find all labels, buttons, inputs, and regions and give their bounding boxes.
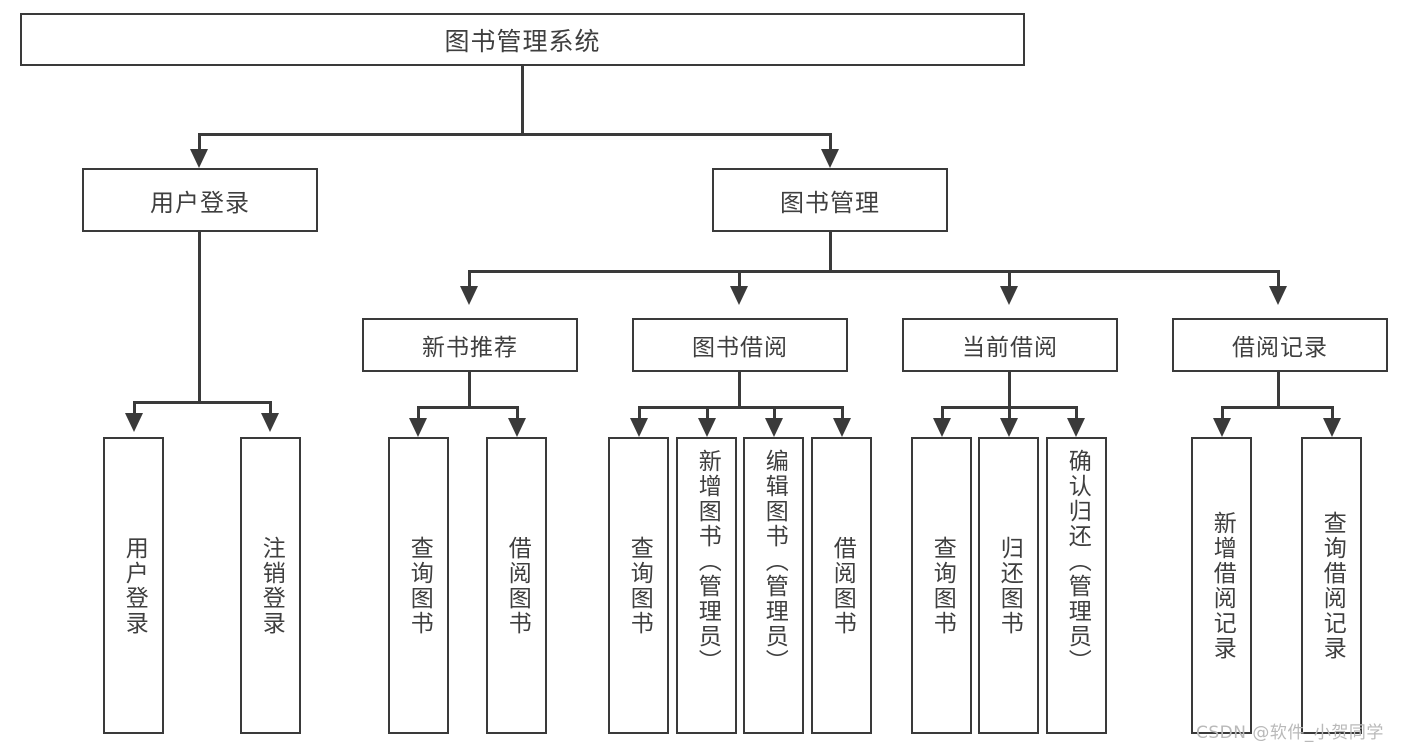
leaf-borrow-book-recommend[interactable]: 借阅图书 xyxy=(486,437,547,734)
arrow-to-borrow-records xyxy=(1269,286,1287,305)
leaf-query-book-current[interactable]: 查询图书 xyxy=(911,437,972,734)
node-label: 确认归还（管理员） xyxy=(1064,449,1091,674)
leaf-confirm-return-admin[interactable]: 确认归还（管理员） xyxy=(1046,437,1107,734)
connector-bookborrow-drop-1 xyxy=(638,406,641,420)
connector-borrowrecords-drop-2 xyxy=(1331,406,1334,420)
leaf-add-borrow-record[interactable]: 新增借阅记录 xyxy=(1191,437,1252,734)
leaf-return-book[interactable]: 归还图书 xyxy=(978,437,1039,734)
connector-user-login-bus xyxy=(133,401,270,404)
arrow-to-leaf-query-record xyxy=(1323,418,1341,437)
connector-user-login-drop-2 xyxy=(269,401,272,417)
connector-root-drop-left xyxy=(198,133,201,155)
connector-root-drop-right xyxy=(829,133,832,155)
arrow-to-leaf-query-book-1 xyxy=(409,418,427,437)
connector-lvl3-drop-4 xyxy=(1277,270,1280,292)
arrow-to-user-login xyxy=(190,149,208,168)
node-label: 注销登录 xyxy=(258,535,285,636)
node-label: 归还图书 xyxy=(996,535,1023,636)
leaf-edit-book-admin[interactable]: 编辑图书（管理员） xyxy=(743,437,804,734)
node-current-borrow[interactable]: 当前借阅 xyxy=(902,318,1118,372)
node-label: 用户登录 xyxy=(150,188,250,217)
connector-root-stem xyxy=(521,66,524,135)
connector-bookborrow-drop-4 xyxy=(841,406,844,420)
arrow-to-leaf-query-book-3 xyxy=(933,418,951,437)
node-label: 查询图书 xyxy=(406,535,433,636)
connector-newbook-drop-1 xyxy=(417,406,420,420)
csdn-watermark: CSDN @软件_小贺同学 xyxy=(1196,723,1384,743)
node-book-management[interactable]: 图书管理 xyxy=(712,168,948,232)
node-label: 图书管理系统 xyxy=(444,26,601,56)
connector-lvl3-drop-3 xyxy=(1008,270,1011,292)
arrow-to-current-borrow xyxy=(1000,286,1018,305)
node-label: 借阅记录 xyxy=(1232,335,1328,361)
connector-lvl3-drop-1 xyxy=(468,270,471,292)
node-label: 新增借阅记录 xyxy=(1209,510,1236,661)
node-book-borrow[interactable]: 图书借阅 xyxy=(632,318,848,372)
connector-book-mgmt-stem xyxy=(829,232,832,272)
node-label: 用户登录 xyxy=(121,535,148,636)
node-label: 借阅图书 xyxy=(829,535,856,636)
connector-newbook-bus xyxy=(417,406,519,409)
connector-currentborrow-drop-1 xyxy=(941,406,944,420)
node-user-login[interactable]: 用户登录 xyxy=(82,168,318,232)
connector-bookborrow-bus xyxy=(638,406,843,409)
connector-bookborrow-drop-2 xyxy=(706,406,709,420)
leaf-add-book-admin[interactable]: 新增图书（管理员） xyxy=(676,437,737,734)
connector-lvl3-drop-2 xyxy=(738,270,741,292)
arrow-to-leaf-user-login xyxy=(125,413,143,432)
arrow-to-book-management xyxy=(821,149,839,168)
connector-borrowrecords-bus xyxy=(1221,406,1334,409)
node-label: 当前借阅 xyxy=(962,335,1058,361)
node-label: 查询图书 xyxy=(929,535,956,636)
node-label: 新增图书（管理员） xyxy=(694,449,721,674)
connector-book-mgmt-bus xyxy=(468,270,1280,273)
arrow-to-book-borrow xyxy=(730,286,748,305)
arrow-to-leaf-edit-book xyxy=(765,418,783,437)
node-label: 编辑图书（管理员） xyxy=(761,449,788,674)
node-new-book-recommend[interactable]: 新书推荐 xyxy=(362,318,578,372)
leaf-query-book-borrow[interactable]: 查询图书 xyxy=(608,437,669,734)
arrow-to-leaf-return-book xyxy=(1000,418,1018,437)
node-root-book-management-system[interactable]: 图书管理系统 xyxy=(20,13,1025,66)
node-label: 图书管理 xyxy=(780,188,880,217)
connector-root-bus xyxy=(198,133,832,136)
leaf-query-book-recommend[interactable]: 查询图书 xyxy=(388,437,449,734)
connector-borrowrecords-drop-1 xyxy=(1221,406,1224,420)
node-borrow-records[interactable]: 借阅记录 xyxy=(1172,318,1388,372)
connector-currentborrow-drop-2 xyxy=(1008,406,1011,420)
arrow-to-leaf-logout xyxy=(261,413,279,432)
node-label: 查询借阅记录 xyxy=(1319,510,1346,661)
connector-newbook-drop-2 xyxy=(516,406,519,420)
connector-bookborrow-stem xyxy=(738,372,741,408)
arrow-to-new-book-recommend xyxy=(460,286,478,305)
leaf-borrow-book[interactable]: 借阅图书 xyxy=(811,437,872,734)
arrow-to-leaf-add-record xyxy=(1213,418,1231,437)
arrow-to-leaf-add-book xyxy=(698,418,716,437)
leaf-query-borrow-record[interactable]: 查询借阅记录 xyxy=(1301,437,1362,734)
node-label: 借阅图书 xyxy=(504,535,531,636)
node-label: 新书推荐 xyxy=(422,335,518,361)
leaf-user-login[interactable]: 用户登录 xyxy=(103,437,164,734)
arrow-to-leaf-borrow-book-1 xyxy=(508,418,526,437)
arrow-to-leaf-query-book-2 xyxy=(630,418,648,437)
connector-currentborrow-drop-3 xyxy=(1075,406,1078,420)
connector-borrowrecords-stem xyxy=(1277,372,1280,408)
connector-currentborrow-stem xyxy=(1008,372,1011,408)
connector-newbook-stem xyxy=(468,372,471,408)
leaf-logout[interactable]: 注销登录 xyxy=(240,437,301,734)
arrow-to-leaf-borrow-book-2 xyxy=(833,418,851,437)
arrow-to-leaf-confirm-return xyxy=(1067,418,1085,437)
connector-user-login-stem xyxy=(198,232,201,404)
connector-user-login-drop-1 xyxy=(133,401,136,417)
node-label: 图书借阅 xyxy=(692,335,788,361)
node-label: 查询图书 xyxy=(626,535,653,636)
connector-bookborrow-drop-3 xyxy=(773,406,776,420)
